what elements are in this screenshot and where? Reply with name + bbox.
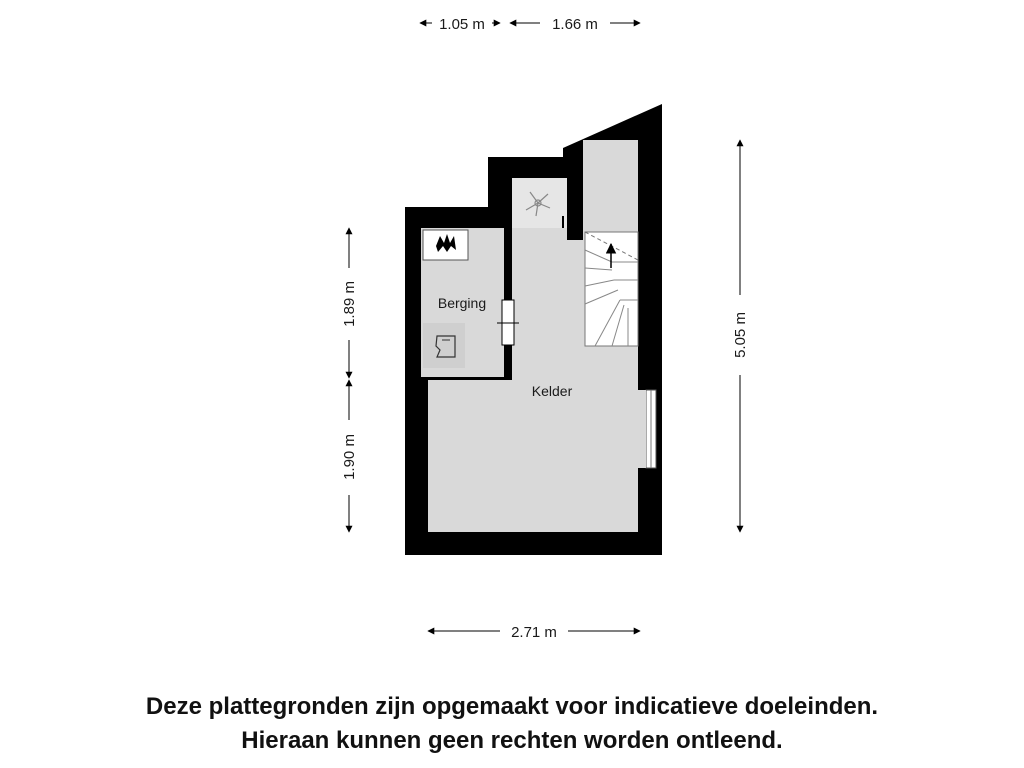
dimension-label: 2.71 m bbox=[511, 624, 557, 641]
dimension-label: 1.89 m bbox=[341, 281, 358, 327]
disclaimer-line-1: Deze plattegronden zijn opgemaakt voor i… bbox=[145, 693, 879, 720]
room-label-berging: Berging bbox=[438, 295, 486, 311]
dimension-left-lower: 1.90 m bbox=[341, 379, 358, 533]
dimension-top-left: 1.05 m bbox=[419, 16, 501, 33]
boiler-icon bbox=[422, 229, 469, 261]
staircase bbox=[584, 231, 639, 347]
washing-machine-icon bbox=[423, 323, 465, 368]
dimension-right: 5.05 m bbox=[732, 139, 749, 533]
dimension-top-right: 1.66 m bbox=[509, 16, 641, 33]
dimension-left-upper: 1.89 m bbox=[341, 227, 358, 379]
floor-plan: Berging Kelder 1.05 m 1.66 m 1.89 m 1.90… bbox=[341, 16, 749, 641]
fan-icon bbox=[525, 191, 551, 217]
dimension-label: 1.05 m bbox=[439, 16, 485, 33]
dimension-label: 5.05 m bbox=[732, 312, 749, 358]
room-label-kelder: Kelder bbox=[532, 383, 573, 399]
dimension-bottom: 2.71 m bbox=[427, 624, 641, 641]
disclaimer-line-2: Hieraan kunnen geen rechten worden ontle… bbox=[241, 727, 783, 754]
dimension-label: 1.90 m bbox=[341, 434, 358, 480]
dimension-label: 1.66 m bbox=[552, 16, 598, 33]
